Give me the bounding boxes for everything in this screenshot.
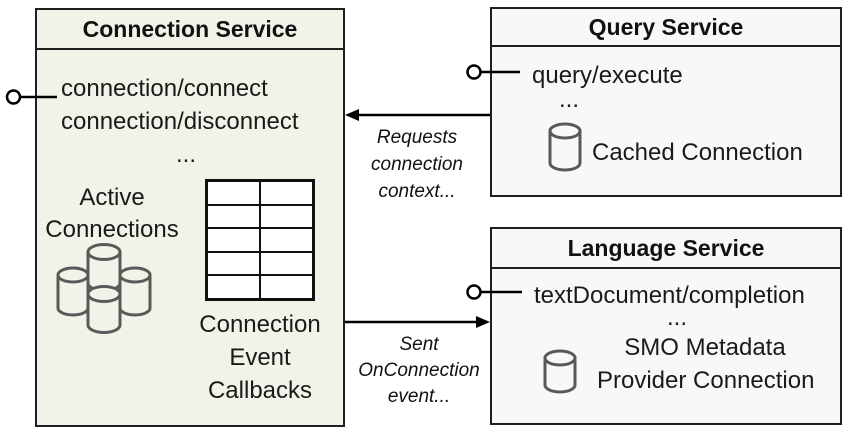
table-cell bbox=[207, 275, 260, 299]
table-cell bbox=[260, 275, 313, 299]
table-cell bbox=[207, 251, 260, 276]
connection-service-methods: connection/connect connection/disconnect… bbox=[61, 72, 311, 171]
connection-service-title: Connection Service bbox=[37, 10, 343, 50]
table-cell bbox=[260, 181, 313, 205]
table-cell bbox=[260, 204, 313, 229]
methods-ellipsis: ... bbox=[175, 141, 196, 168]
query-service-title: Query Service bbox=[492, 9, 840, 47]
methods-ellipsis: ... bbox=[558, 86, 579, 113]
callback-table-grid-icon bbox=[205, 179, 315, 301]
sent-onconnection-event-label: Sent OnConnection event... bbox=[358, 334, 480, 407]
method-query-execute: query/execute bbox=[532, 62, 683, 89]
table-cell bbox=[260, 251, 313, 276]
language-service-title: Language Service bbox=[492, 229, 840, 269]
table-cell bbox=[207, 204, 260, 229]
sent-arrow bbox=[345, 316, 490, 328]
method-connection-disconnect: connection/disconnect bbox=[61, 108, 299, 135]
method-connection-connect: connection/connect bbox=[61, 75, 268, 102]
table-cell bbox=[207, 228, 260, 252]
connection-event-callbacks-label: Connection Event Callbacks bbox=[199, 311, 321, 404]
requests-connection-context-label: Requests connection context... bbox=[371, 127, 463, 202]
table-cell bbox=[207, 181, 260, 205]
method-textdocument-completion: textDocument/completion bbox=[534, 282, 805, 309]
table-cell bbox=[260, 228, 313, 252]
connection-service-box: Connection Service connection/connect co… bbox=[35, 8, 345, 427]
smo-metadata-provider-connection-label: SMO Metadata Provider Connection bbox=[597, 334, 815, 394]
requests-arrow bbox=[345, 109, 490, 121]
cached-connection-label: Cached Connection bbox=[592, 139, 803, 166]
query-service-box: Query Service query/execute ... Cached C… bbox=[490, 7, 842, 197]
active-connections-label: Active Connections bbox=[45, 184, 179, 243]
language-service-box: Language Service textDocument/completion… bbox=[490, 227, 842, 425]
methods-ellipsis: ... bbox=[666, 304, 687, 331]
